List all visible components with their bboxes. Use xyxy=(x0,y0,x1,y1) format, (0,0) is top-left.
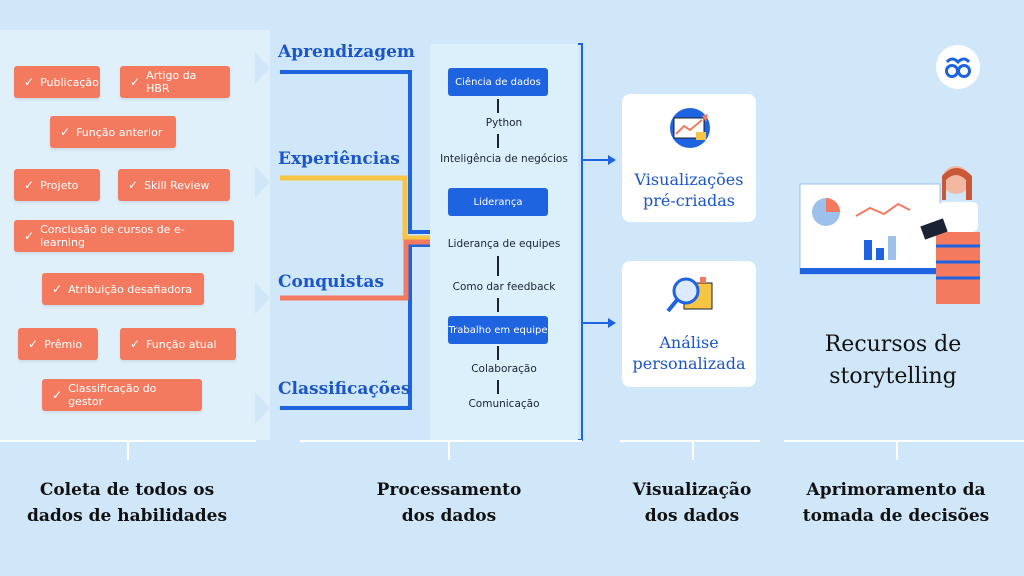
sub-skill: Inteligência de negócios xyxy=(440,153,568,165)
timeline-tick xyxy=(448,440,450,460)
timeline-segment xyxy=(620,440,760,442)
check-icon: ✓ xyxy=(28,337,39,351)
stage-line1: Aprimoramento da xyxy=(806,480,986,500)
category-experiences: Experiências xyxy=(278,149,400,169)
arrow-head-icon xyxy=(608,155,616,165)
presenter-illustration xyxy=(799,166,980,304)
skill-tag: ✓Prêmio xyxy=(18,328,98,360)
chip-teamwork: Trabalho em equipe xyxy=(448,316,548,344)
chip-data-science: Ciência de dados xyxy=(448,68,548,96)
card-title-line2: personalizada xyxy=(632,354,746,373)
custom-analysis-card: Análise personalizada xyxy=(622,261,756,387)
stage-visualization-label: Visualização dos dados xyxy=(620,477,764,529)
experiences-connector xyxy=(280,175,430,241)
processing-bracket xyxy=(578,43,583,441)
ratings-connector xyxy=(280,243,430,410)
stage-line2: dos dados xyxy=(401,506,497,526)
connector xyxy=(497,99,499,113)
sub-skill: Comunicação xyxy=(468,398,540,410)
storytelling-line1: Recursos de xyxy=(824,332,962,357)
achievements-connector xyxy=(280,239,430,301)
stage-collection-label: Coleta de todos os dados de habilidades xyxy=(20,477,234,529)
connector xyxy=(497,346,499,360)
sub-skill: Colaboração xyxy=(471,363,537,375)
connector xyxy=(497,256,499,276)
check-icon: ✓ xyxy=(24,178,35,192)
storytelling-title: Recursos de storytelling xyxy=(790,329,996,393)
stage-line1: Coleta de todos os xyxy=(39,480,215,500)
processing-panel xyxy=(430,44,578,440)
check-icon: ✓ xyxy=(130,75,141,89)
panel-notch xyxy=(255,166,270,198)
card-title-line1: Análise xyxy=(659,333,719,352)
check-icon: ✓ xyxy=(128,178,139,192)
glasses-logo xyxy=(936,45,980,89)
card-title-line2: pré-criadas xyxy=(642,191,736,210)
category-ratings: Classificações xyxy=(278,379,411,399)
timeline-tick xyxy=(896,440,898,460)
timeline-segment xyxy=(300,440,582,442)
panel-notch xyxy=(255,52,270,84)
check-icon: ✓ xyxy=(52,388,63,402)
learning-connector xyxy=(280,70,430,234)
card-title-line1: Visualizações xyxy=(634,170,744,189)
stage-line1: Processamento xyxy=(376,480,522,500)
skill-tag: ✓Artigo da HBR xyxy=(120,66,230,98)
chart-illustration-icon xyxy=(670,108,710,148)
stage-line2: tomada de decisões xyxy=(802,506,990,526)
magnifier-illustration-icon xyxy=(666,277,713,313)
category-learning: Aprendizagem xyxy=(278,42,415,62)
skill-tag: ✓Skill Review xyxy=(118,169,230,201)
arrow-head-icon xyxy=(608,318,616,328)
connector xyxy=(497,380,499,394)
prebuilt-visualizations-card: Visualizações pré-criadas xyxy=(622,94,756,222)
skill-tag: ✓Conclusão de cursos de e-learning xyxy=(14,220,234,252)
panel-notch xyxy=(255,282,270,314)
stage-decision-label: Aprimoramento da tomada de decisões xyxy=(790,477,1002,529)
stage-processing-label: Processamento dos dados xyxy=(354,477,544,529)
chip-leadership: Liderança xyxy=(448,188,548,216)
sub-skill: Python xyxy=(485,117,523,129)
stage-line2: dados de habilidades xyxy=(26,506,228,526)
timeline-tick xyxy=(127,440,129,460)
skill-tag: ✓Atribuição desafiadora xyxy=(42,273,204,305)
category-achievements: Conquistas xyxy=(278,272,384,292)
check-icon: ✓ xyxy=(24,75,35,89)
timeline-segment xyxy=(784,440,1024,442)
timeline-tick xyxy=(692,440,694,460)
sub-skill: Liderança de equipes xyxy=(447,238,561,250)
panel-notch xyxy=(255,392,270,424)
connector xyxy=(497,298,499,312)
skill-tag: ✓Classificação do gestor xyxy=(42,379,202,411)
check-icon: ✓ xyxy=(60,125,71,139)
sub-skill: Como dar feedback xyxy=(452,281,556,293)
stage-line1: Visualização xyxy=(632,480,752,500)
skill-tag: ✓Projeto xyxy=(14,169,100,201)
storytelling-line2: storytelling xyxy=(829,364,957,389)
skill-tag: ✓Função anterior xyxy=(50,116,176,148)
check-icon: ✓ xyxy=(130,337,141,351)
connector xyxy=(497,134,499,148)
skill-tag: ✓Publicação xyxy=(14,66,100,98)
skill-tag: ✓Função atual xyxy=(120,328,236,360)
check-icon: ✓ xyxy=(52,282,63,296)
check-icon: ✓ xyxy=(24,229,35,243)
stage-line2: dos dados xyxy=(644,506,740,526)
glasses-icon xyxy=(945,57,971,78)
